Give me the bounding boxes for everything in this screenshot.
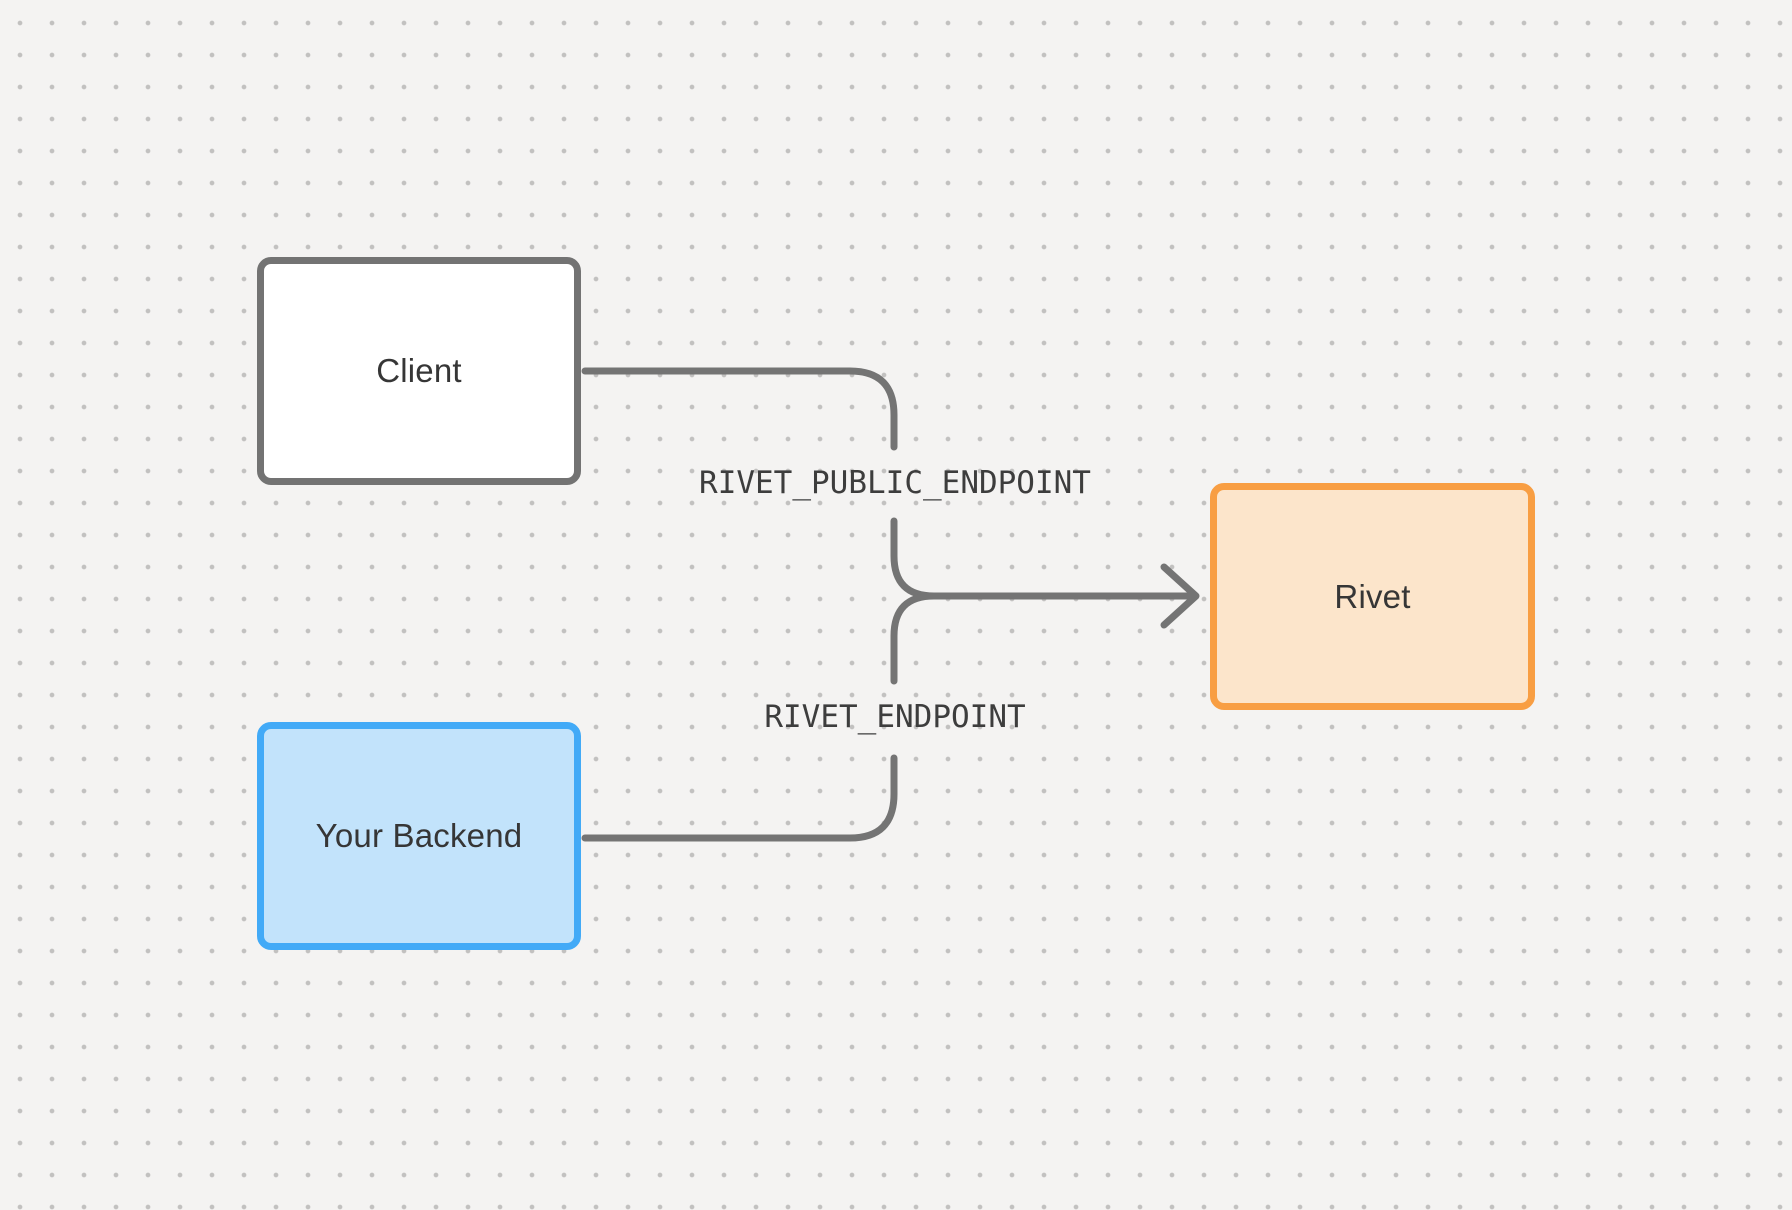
edge-backend-to-merge — [890, 592, 938, 685]
node-client-label: Client — [376, 352, 462, 389]
arrowhead-icon — [1160, 563, 1200, 629]
node-your-backend: Your Backend — [257, 722, 581, 950]
edge-label-rivet-endpoint: RIVET_ENDPOINT — [764, 699, 1026, 735]
edge-backend-horizontal — [581, 754, 898, 842]
node-rivet-label: Rivet — [1334, 577, 1411, 615]
node-client: Client — [257, 257, 581, 485]
edge-client-to-merge — [890, 517, 938, 600]
node-your-backend-label: Your Backend — [315, 817, 523, 854]
edge-label-rivet-public-endpoint: RIVET_PUBLIC_ENDPOINT — [699, 465, 1091, 501]
edge-client-horizontal — [581, 367, 898, 451]
node-rivet: Rivet — [1210, 483, 1535, 710]
